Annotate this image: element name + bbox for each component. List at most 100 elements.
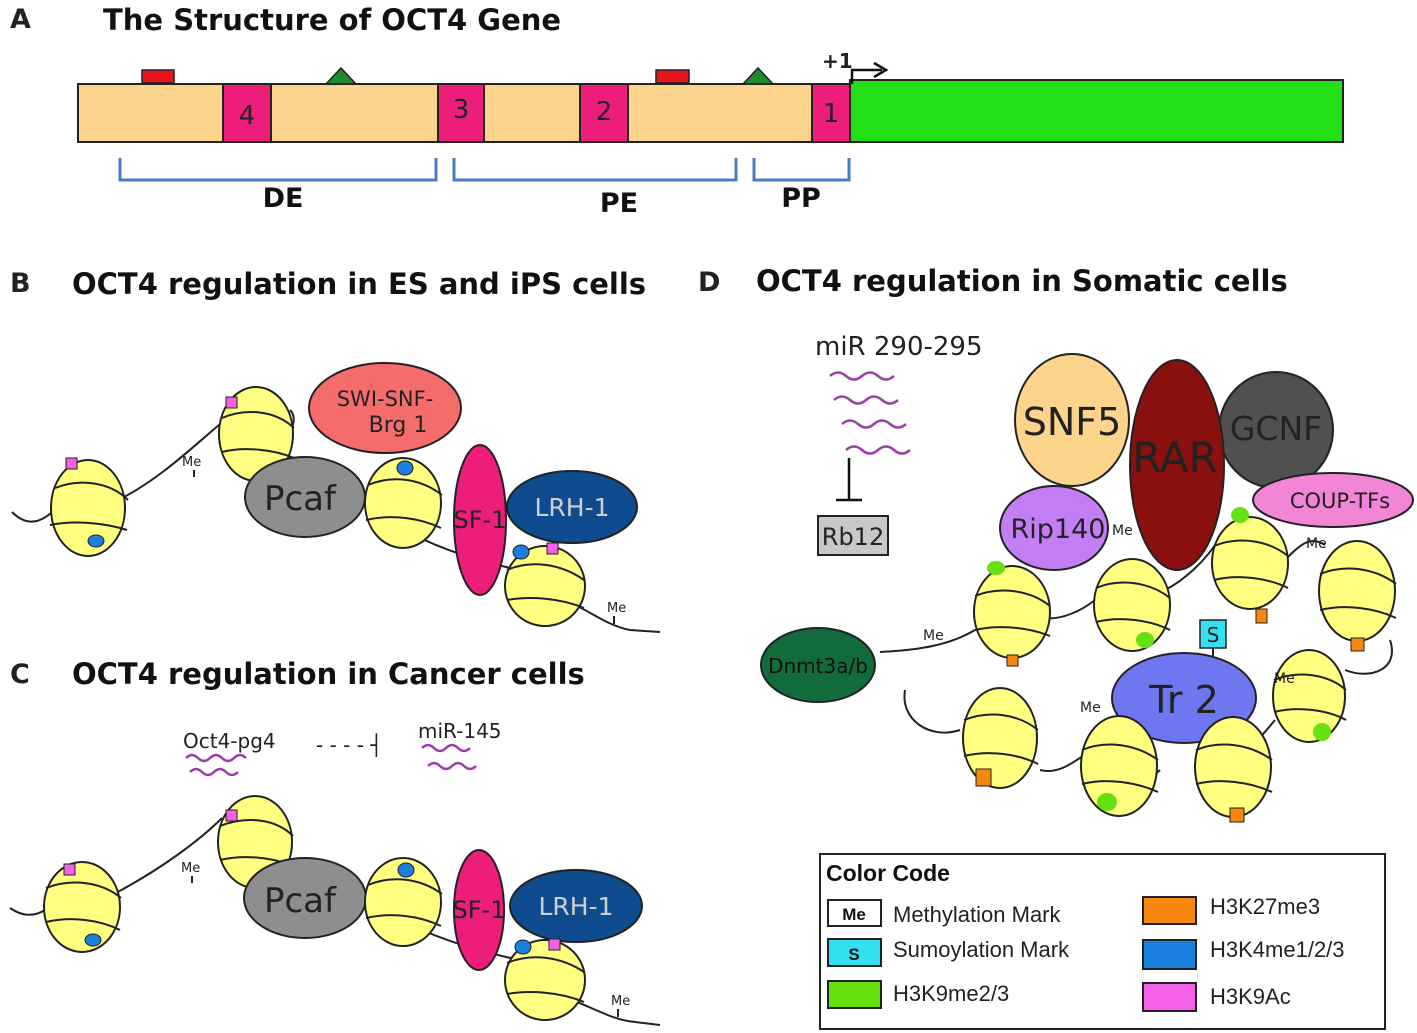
me-mark: Me bbox=[607, 601, 626, 616]
sf1-label: SF-1 bbox=[454, 506, 507, 534]
legend-box bbox=[819, 853, 1386, 1030]
color-code-legend: Color Code Me Methylation Mark S Sumoyla… bbox=[819, 853, 1386, 1030]
h3k27me3-mark bbox=[975, 768, 992, 787]
panel-d: D OCT4 regulation in Somatic cells miR 2… bbox=[698, 264, 1414, 823]
rb12-label: Rb12 bbox=[822, 523, 884, 551]
exon-4: 4 bbox=[222, 83, 272, 143]
lrh1-label: LRH-1 bbox=[534, 493, 609, 522]
me-mark: Me bbox=[181, 861, 200, 876]
rar-label: RAR bbox=[1132, 433, 1217, 482]
dna-strand bbox=[879, 540, 1326, 653]
exon-3-label: 3 bbox=[453, 95, 470, 125]
me-mark: Me bbox=[923, 628, 944, 644]
lrh1-label: LRH-1 bbox=[538, 892, 613, 921]
exon-3: 3 bbox=[437, 83, 485, 143]
h3k4me-mark bbox=[397, 862, 415, 878]
pp-bracket bbox=[752, 158, 851, 182]
sf1-protein bbox=[453, 849, 505, 971]
legend-item-methylation: Me Methylation Mark bbox=[827, 899, 1062, 927]
dna-wrap bbox=[1273, 673, 1347, 721]
coup-tfs-protein bbox=[1252, 472, 1414, 528]
swi-snf-brg1-complex bbox=[308, 362, 462, 454]
me-mark: Me bbox=[182, 455, 201, 470]
dna-wrap bbox=[974, 589, 1051, 637]
h3k9ac-mark bbox=[63, 863, 76, 876]
gene-coding-region bbox=[849, 79, 1344, 143]
dna-wrap bbox=[1319, 567, 1397, 619]
legend-label-methylation: Methylation Mark bbox=[893, 902, 1062, 927]
rar-protein bbox=[1129, 359, 1225, 571]
nucleosome bbox=[504, 939, 586, 1021]
h3k4me-mark bbox=[87, 534, 105, 548]
h3k9ac-mark bbox=[548, 938, 561, 951]
rip140-label: Rip140 bbox=[1011, 514, 1106, 545]
nucleosome bbox=[1093, 558, 1171, 652]
pcaf-label: Pcaf bbox=[264, 881, 337, 921]
h3k9ac-mark bbox=[546, 542, 559, 555]
rip140-protein bbox=[999, 485, 1109, 571]
legend-label-h3k9ac: H3K9Ac bbox=[1210, 984, 1291, 1009]
rb12-box bbox=[817, 515, 889, 556]
nucleosome bbox=[43, 861, 121, 953]
panel-a: A The Structure of OCT4 Gene 4 3 2 1 bbox=[10, 3, 1344, 219]
dna-wrap bbox=[1213, 539, 1289, 589]
pseudogene-transcript bbox=[185, 753, 247, 777]
panel-a-letter: A bbox=[10, 4, 31, 35]
mir145-transcript bbox=[421, 743, 477, 771]
dna-wrap bbox=[963, 713, 1039, 765]
mirna-transcripts bbox=[829, 371, 911, 455]
panel-c-title: OCT4 regulation in Cancer cells bbox=[72, 657, 585, 691]
region-pe-label: PE bbox=[600, 188, 638, 219]
me-mark: Me bbox=[1274, 671, 1295, 687]
dna-wrap bbox=[1081, 743, 1159, 793]
legend-label-sumoylation: Sumoylation Mark bbox=[893, 937, 1070, 962]
oct4-pg4-label: Oct4-pg4 bbox=[183, 729, 276, 753]
legend-item-sumoylation: S Sumoylation Mark bbox=[827, 937, 1070, 967]
lrh1-protein bbox=[506, 470, 638, 544]
nucleosome bbox=[973, 565, 1051, 659]
panel-b: B OCT4 regulation in ES and iPS cells Me… bbox=[10, 267, 661, 633]
pcaf-label: Pcaf bbox=[264, 479, 337, 519]
dna-wrap bbox=[506, 563, 585, 609]
de-bracket bbox=[118, 158, 438, 182]
dna-wrap bbox=[45, 881, 122, 931]
gcnf-label: GCNF bbox=[1230, 409, 1322, 448]
h3k9ac-mark bbox=[65, 457, 78, 470]
panel-b-letter: B bbox=[10, 268, 31, 299]
h3k27me3-mark bbox=[1350, 637, 1365, 652]
h3k9ac-mark bbox=[225, 396, 238, 409]
sf1-label: SF-1 bbox=[453, 896, 506, 924]
me-mark: Me bbox=[1080, 700, 1101, 716]
mir145-label: miR-145 bbox=[418, 719, 502, 743]
nucleosome bbox=[1211, 516, 1289, 610]
h3k9me-mark bbox=[987, 561, 1005, 575]
dna-wrap bbox=[365, 478, 443, 529]
dna-wrap bbox=[221, 411, 295, 459]
dna-wrap bbox=[1195, 743, 1273, 793]
pe-bracket bbox=[452, 158, 738, 182]
inhibition-icon bbox=[836, 458, 862, 502]
dna-strand bbox=[9, 817, 661, 1026]
coup-tfs-label: COUP-TFs bbox=[1290, 489, 1390, 513]
dnmt3ab-label: Dnmt3a/b bbox=[768, 654, 868, 678]
exon-2: 2 bbox=[579, 83, 629, 143]
dna-wrap bbox=[49, 481, 129, 531]
inhibition-dashes: - - - - ┤ bbox=[316, 733, 382, 757]
red-mark bbox=[655, 69, 690, 84]
region-pp-label: PP bbox=[781, 183, 821, 214]
nucleosome bbox=[1194, 716, 1272, 818]
h3k27me3-mark bbox=[1255, 608, 1268, 624]
sf1-protein bbox=[453, 444, 507, 596]
nucleosome bbox=[504, 545, 586, 627]
panel-d-title: OCT4 regulation in Somatic cells bbox=[756, 264, 1288, 298]
me-mark: Me bbox=[1306, 536, 1327, 552]
panel-c-letter: C bbox=[10, 659, 30, 690]
red-mark bbox=[141, 69, 175, 84]
h3k27me3-mark bbox=[1229, 807, 1245, 823]
lrh1-protein bbox=[509, 869, 643, 943]
legend-label-h3k27me3: H3K27me3 bbox=[1210, 894, 1320, 919]
dna-wrap bbox=[365, 878, 443, 927]
h3k9me-mark bbox=[1231, 507, 1249, 523]
legend-item-h3k27me3: H3K27me3 bbox=[1142, 894, 1320, 925]
